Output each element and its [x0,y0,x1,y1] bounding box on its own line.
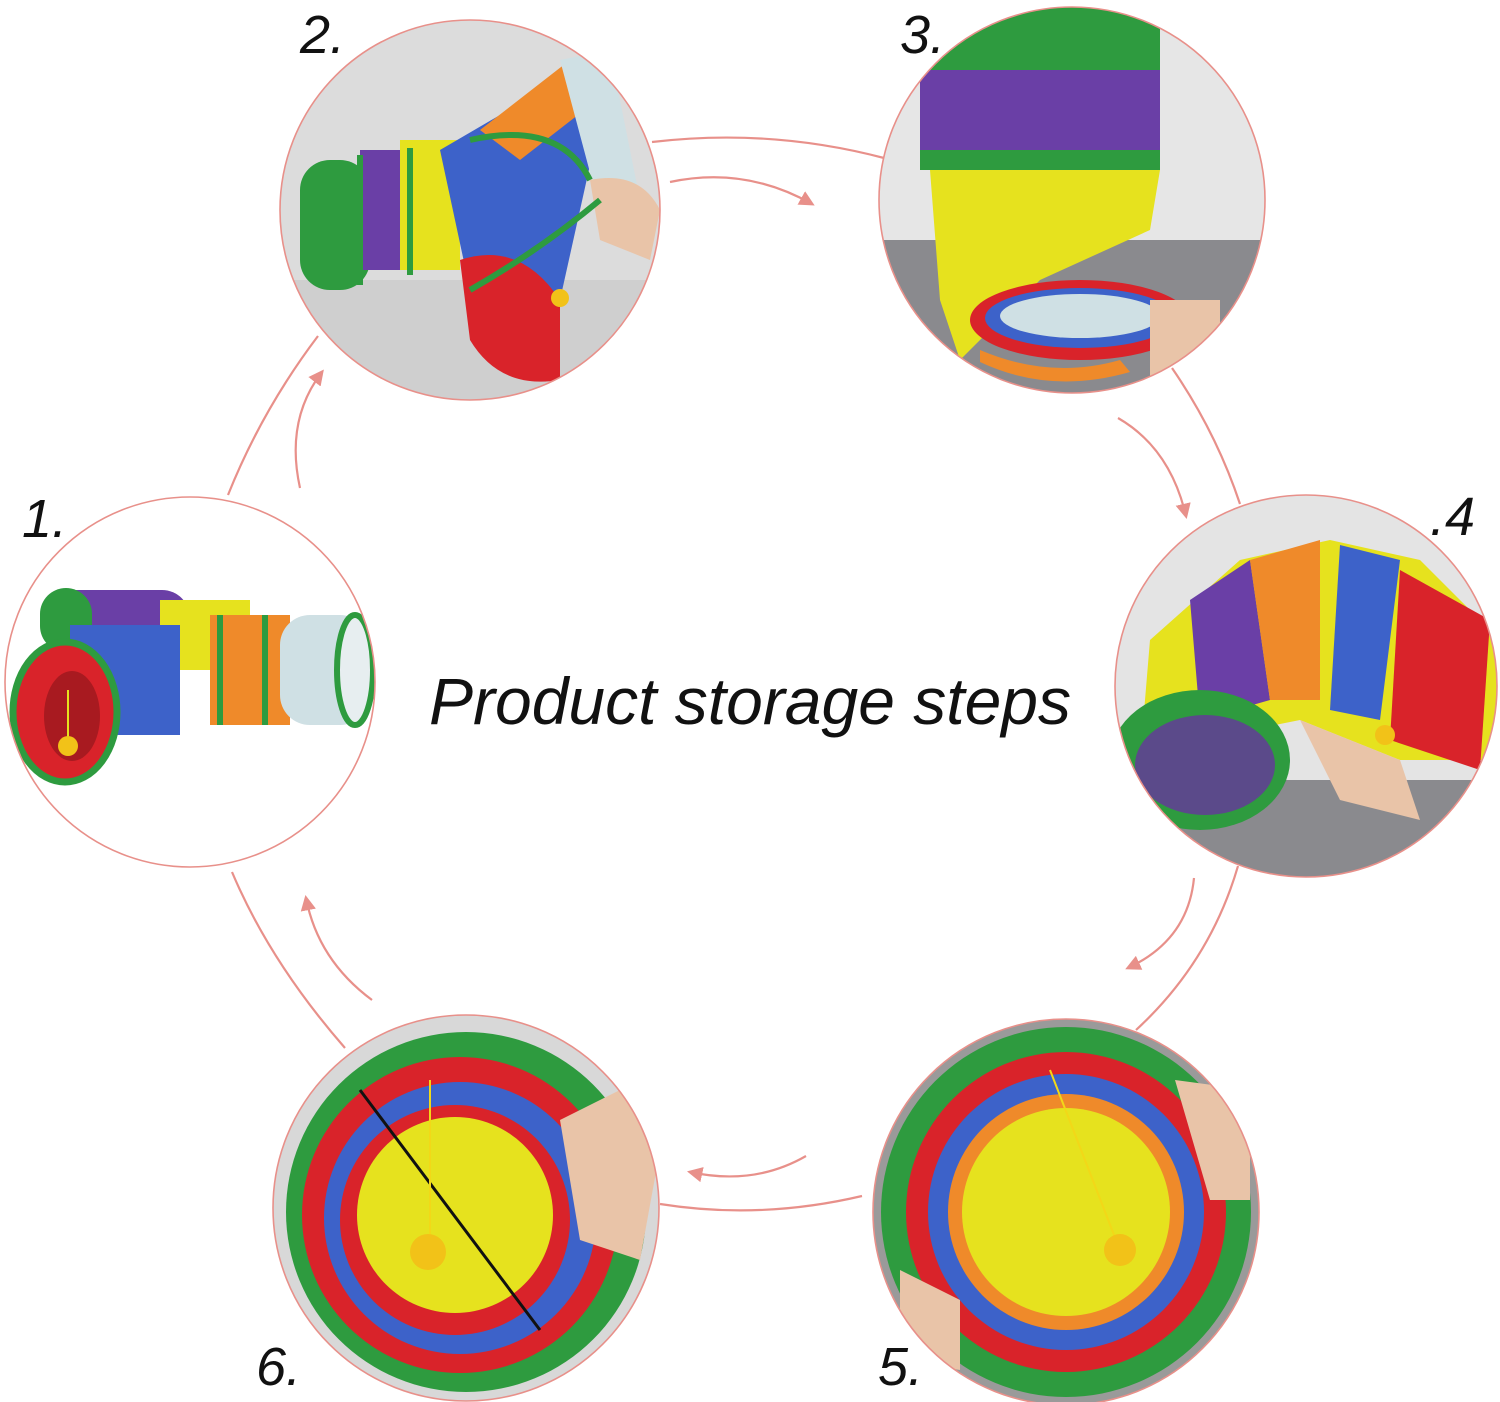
connector-arc-3-4 [1171,367,1242,505]
connector-ring [226,136,1242,1212]
page-title: Product storage steps [428,664,1072,738]
arrow-3-to-4 [1117,417,1191,519]
step-2-photo [279,19,661,401]
step-1-label: 1. [22,489,68,549]
connector-arc-1-2 [226,335,319,496]
connector-arc-2-3 [651,136,885,160]
step-6-label: 6. [256,1337,302,1397]
step-4-photo [1114,494,1498,878]
arrow-1-to-2 [294,369,324,489]
step-6-photo [272,1014,660,1402]
arrow-4-to-5 [1125,877,1196,970]
connector-arc-4-5 [1135,865,1240,1031]
connector-arc-6-1 [230,871,346,1049]
arrow-2-to-3 [669,176,815,206]
step-1-photo [4,496,376,868]
step-4-label: .4 [1430,487,1476,547]
arrow-5-to-6 [686,1155,807,1183]
step-3-photo [878,6,1266,394]
direction-arrows [294,176,1196,1183]
step-3-label: 3. [900,5,946,65]
step-2-label: 2. [300,5,346,65]
step-5-photo [872,1018,1260,1402]
arrow-6-to-1 [300,894,373,1001]
connector-arc-5-6 [659,1194,863,1212]
step-5-label: 5. [878,1337,924,1397]
